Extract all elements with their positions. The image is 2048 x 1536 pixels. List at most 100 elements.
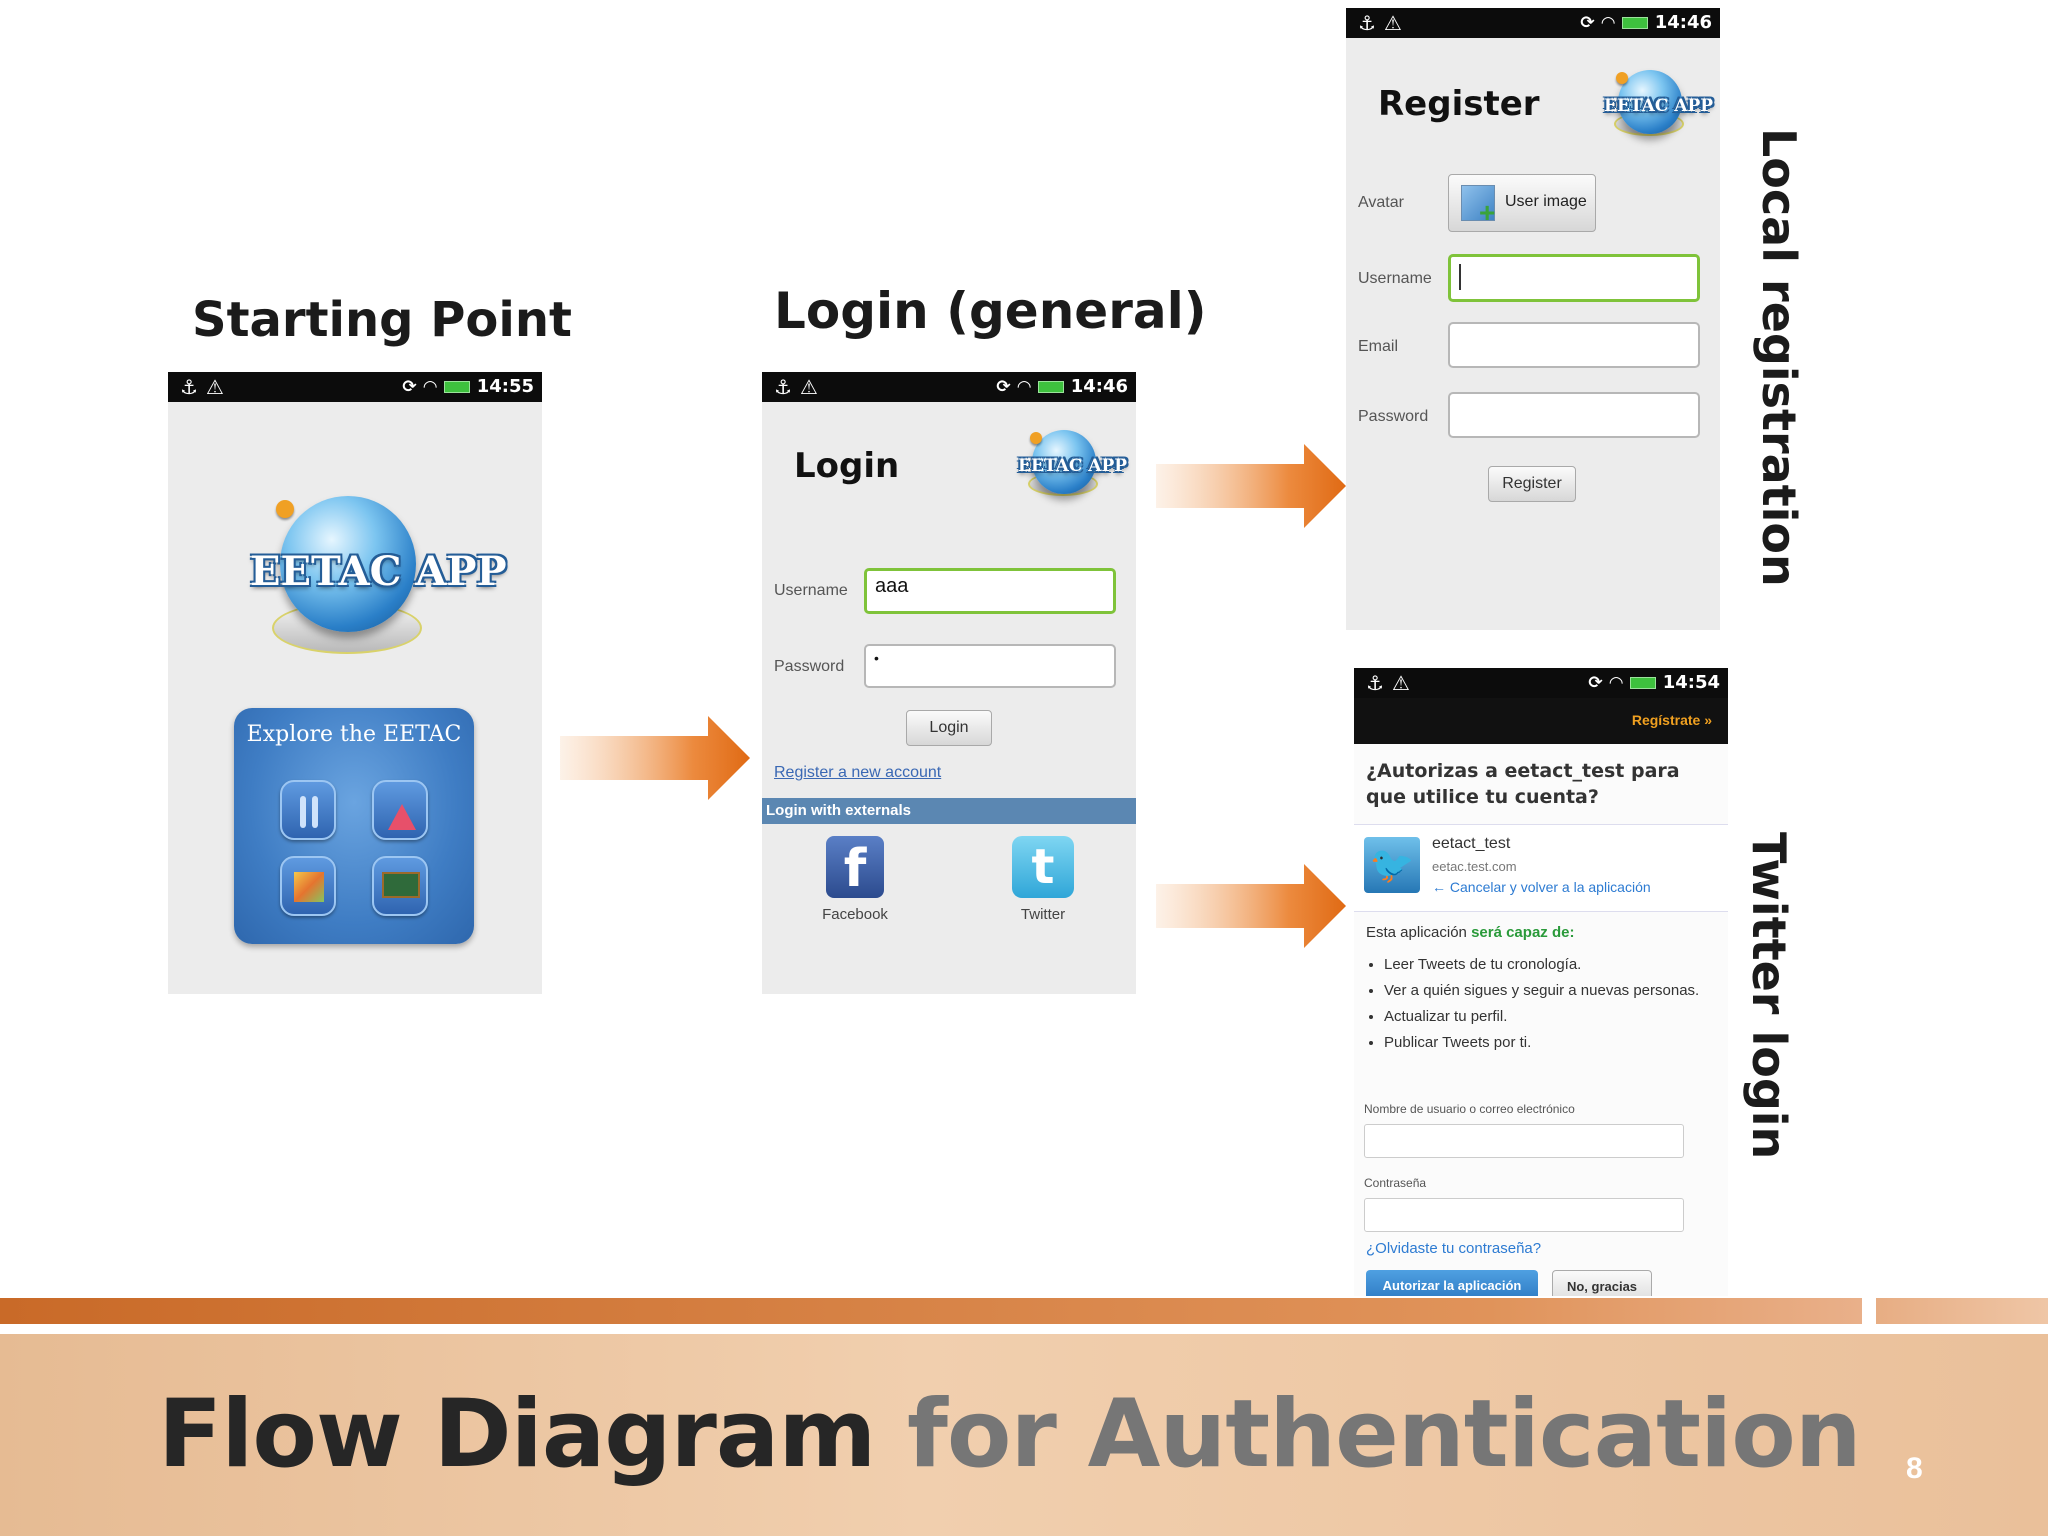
status-bar: ⚓⚠ ⟳ ◠ 14:46 xyxy=(762,372,1136,402)
register-screen: ⚓⚠ ⟳ ◠ 14:46 Register EETAC APP Avatar +… xyxy=(1346,8,1720,630)
heading-login-general: Login (general) xyxy=(774,282,1207,340)
building-icon[interactable] xyxy=(280,856,336,916)
status-time: 14:55 xyxy=(476,376,534,397)
explore-title: Explore the EETAC xyxy=(246,722,462,747)
tools-icon[interactable] xyxy=(280,780,336,840)
user-image-button[interactable]: + User image xyxy=(1448,174,1596,232)
twitter-login-screen: ⚓⚠ ⟳ ◠ 14:54 Regístrate » ¿Autorizas a e… xyxy=(1354,668,1728,1296)
login-button[interactable]: Login xyxy=(906,710,992,746)
heading-starting-point: Starting Point xyxy=(192,292,572,348)
username-input[interactable] xyxy=(1448,254,1700,302)
username-label: Username xyxy=(1358,270,1432,287)
password-label: Password xyxy=(774,658,845,675)
globe-logo-icon xyxy=(1032,430,1096,494)
sync-icon: ⟳ xyxy=(1580,12,1595,33)
email-input[interactable] xyxy=(1448,322,1700,368)
battery-icon xyxy=(1629,676,1656,689)
username-label: Username xyxy=(774,582,848,599)
twitter-topbar: Regístrate » xyxy=(1354,698,1728,744)
avatar-label: Avatar xyxy=(1358,194,1404,211)
page-number: 8 xyxy=(1906,1452,1923,1485)
starting-point-screen: ⚓⚠ ⟳ ◠ 14:55 EETAC APP Explore the EETAC xyxy=(168,372,542,994)
app-info: 🐦 eetact_test eetac.test.com ← Cancelar … xyxy=(1354,824,1728,912)
register-link[interactable]: Register a new account xyxy=(774,764,942,781)
login-screen: ⚓⚠ ⟳ ◠ 14:46 Login EETAC APP Username aa… xyxy=(762,372,1136,994)
slide-title-bold: Flow Diagram xyxy=(158,1380,876,1489)
password-input[interactable]: • xyxy=(864,644,1116,688)
wifi-icon: ◠ xyxy=(423,376,437,397)
sync-icon: ⟳ xyxy=(996,376,1011,397)
plus-icon: + xyxy=(1479,197,1496,228)
slide-title-rest: for Authentication xyxy=(875,1380,1862,1489)
password-input[interactable] xyxy=(1448,392,1700,438)
password-label: Password xyxy=(1358,408,1429,425)
status-bar: ⚓⚠ ⟳ ◠ 14:55 xyxy=(168,372,542,402)
email-label: Email xyxy=(1358,338,1399,355)
password-field[interactable] xyxy=(1364,1198,1684,1232)
logo-text: EETAC APP xyxy=(250,548,507,595)
register-button[interactable]: Register xyxy=(1488,466,1576,502)
externals-header: Login with externals xyxy=(762,798,1136,824)
explore-panel[interactable]: Explore the EETAC xyxy=(234,708,474,944)
arrow-login-to-twitter xyxy=(1156,864,1346,948)
cancel-link[interactable]: ← Cancelar y volver a la aplicación xyxy=(1432,879,1651,895)
usb-icon: ⚓⚠ xyxy=(1366,671,1418,695)
twitter-label: Twitter xyxy=(1020,906,1066,923)
app-name: eetact_test xyxy=(1432,835,1511,852)
capability-prefix: Esta aplicación xyxy=(1366,924,1472,941)
app-url: eetac.test.com xyxy=(1432,859,1517,874)
twitter-icon: t xyxy=(1012,836,1074,898)
globe-logo-icon xyxy=(1618,70,1682,134)
usb-icon: ⚓⚠ xyxy=(180,375,232,399)
username-input[interactable]: aaa xyxy=(864,568,1116,614)
wifi-icon: ◠ xyxy=(1017,376,1031,397)
status-bar: ⚓⚠ ⟳ ◠ 14:46 xyxy=(1346,8,1720,38)
slide-title: Flow Diagram for Authentication xyxy=(158,1380,1862,1489)
username-field[interactable] xyxy=(1364,1124,1684,1158)
blackboard-icon[interactable] xyxy=(372,856,428,916)
twitter-button[interactable]: t Twitter xyxy=(998,836,1098,936)
heading-local-registration: Local registration xyxy=(1752,128,1806,587)
wifi-icon: ◠ xyxy=(1609,672,1623,693)
login-title: Login xyxy=(794,446,900,486)
logo-text: EETAC APP xyxy=(1604,96,1714,116)
permissions-list: Leer Tweets de tu cronología. Ver a quié… xyxy=(1384,952,1704,1056)
battery-icon xyxy=(1037,380,1064,393)
user-image-label: User image xyxy=(1505,193,1587,210)
pin-icon xyxy=(1030,432,1042,444)
arrow-login-to-register xyxy=(1156,444,1346,528)
sync-icon: ⟳ xyxy=(1588,672,1603,693)
forgot-password-link[interactable]: ¿Olvidaste tu contraseña? xyxy=(1366,1240,1542,1257)
twitter-bird-icon: 🐦 xyxy=(1364,837,1420,893)
register-title: Register xyxy=(1378,84,1540,124)
heading-twitter-login: Twitter login xyxy=(1742,832,1796,1160)
register-link[interactable]: Regístrate » xyxy=(1631,712,1712,728)
footer-band: Flow Diagram for Authentication 8 xyxy=(0,1334,2048,1536)
permission-item: Actualizar tu perfil. xyxy=(1384,1004,1704,1030)
usb-icon: ⚓⚠ xyxy=(1358,11,1410,35)
facebook-icon: f xyxy=(826,836,884,899)
permission-item: Ver a quién sigues y seguir a nuevas per… xyxy=(1384,978,1704,1004)
arrow-start-to-login xyxy=(560,716,750,800)
status-time: 14:46 xyxy=(1654,12,1712,33)
permission-item: Leer Tweets de tu cronología. xyxy=(1384,952,1704,978)
logo-text: EETAC APP xyxy=(1018,456,1128,476)
status-time: 14:46 xyxy=(1070,376,1128,397)
status-bar: ⚓⚠ ⟳ ◠ 14:54 xyxy=(1354,668,1728,698)
username-field-label: Nombre de usuario o correo electrónico xyxy=(1364,1102,1575,1116)
add-image-icon xyxy=(1461,185,1495,221)
usb-icon: ⚓⚠ xyxy=(774,375,826,399)
wifi-icon: ◠ xyxy=(1601,12,1615,33)
auth-question: ¿Autorizas a eetact_test para que utilic… xyxy=(1366,760,1680,808)
authorize-button[interactable]: Autorizar la aplicación xyxy=(1366,1270,1538,1296)
sync-icon: ⟳ xyxy=(402,376,417,397)
pin-icon xyxy=(276,500,294,518)
facebook-label: Facebook xyxy=(822,906,888,923)
footer-accent-strip-end xyxy=(1876,1298,2048,1324)
capability-bold: será capaz de: xyxy=(1471,924,1575,941)
lab-flask-icon[interactable] xyxy=(372,780,428,840)
status-time: 14:54 xyxy=(1662,672,1720,693)
footer-accent-strip xyxy=(0,1298,1862,1324)
facebook-button[interactable]: f Facebook xyxy=(812,836,912,936)
decline-button[interactable]: No, gracias xyxy=(1552,1270,1652,1296)
